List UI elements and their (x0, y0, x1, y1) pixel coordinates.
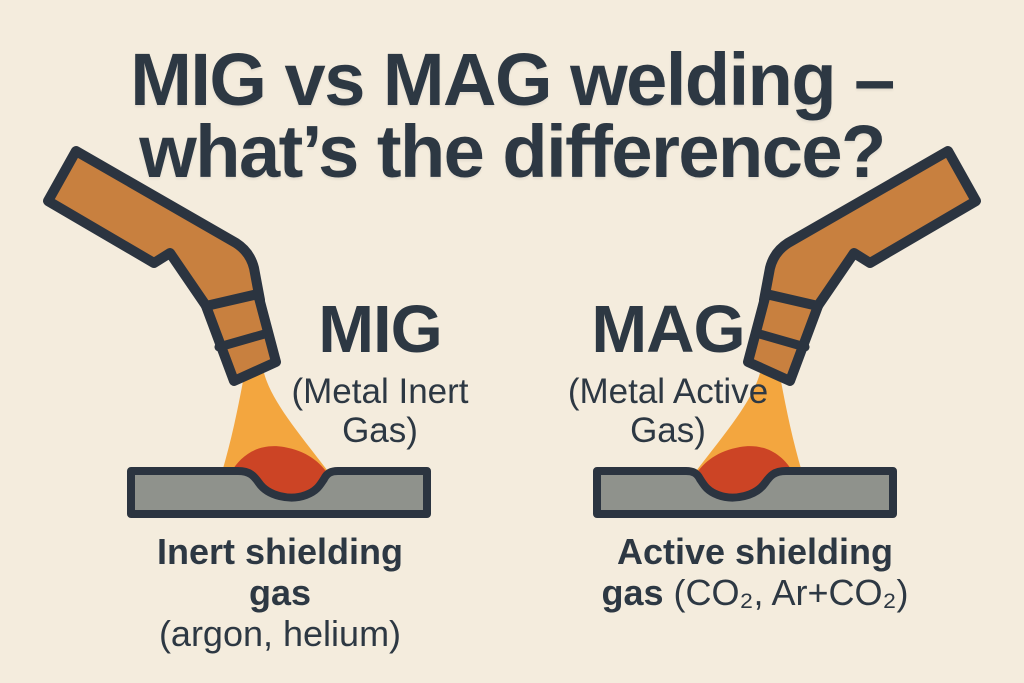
mag-caption-line2: gas (CO₂, Ar+CO₂) (570, 572, 940, 613)
mag-subtitle-line2: Gas) (630, 411, 706, 450)
mag-subtitle: (Metal Active Gas) (538, 372, 798, 450)
mig-subtitle-line1: (Metal Inert (291, 372, 469, 411)
mig-subtitle-line2: Gas) (342, 411, 418, 450)
mig-caption-line2: gas (248, 572, 312, 613)
mag-caption-line1: Active shielding (616, 531, 894, 572)
page-title-line1: MIG vs MAG welding – (130, 38, 895, 121)
mag-label-block: MAG (Metal Active Gas) (538, 292, 798, 450)
page-title: MIG vs MAG welding – what’s the differen… (0, 38, 1024, 193)
mig-heading: MIG (318, 292, 443, 367)
mag-heading: MAG (591, 292, 745, 367)
mag-caption-line2-bold: gas (601, 572, 664, 613)
page-title-line2: what’s the difference? (139, 110, 886, 193)
mig-caption-line1: Inert shielding (156, 531, 404, 572)
mig-caption: Inert shielding gas (argon, helium) (120, 531, 440, 654)
mag-subtitle-line1: (Metal Active (567, 372, 769, 411)
mag-caption: Active shielding gas (CO₂, Ar+CO₂) (570, 531, 940, 613)
mag-caption-line2-gases: (CO₂, Ar+CO₂) (673, 572, 909, 613)
mig-label-block: MIG (Metal Inert Gas) (250, 292, 510, 450)
mig-caption-note: (argon, helium) (158, 613, 402, 654)
mig-subtitle: (Metal Inert Gas) (250, 372, 510, 450)
